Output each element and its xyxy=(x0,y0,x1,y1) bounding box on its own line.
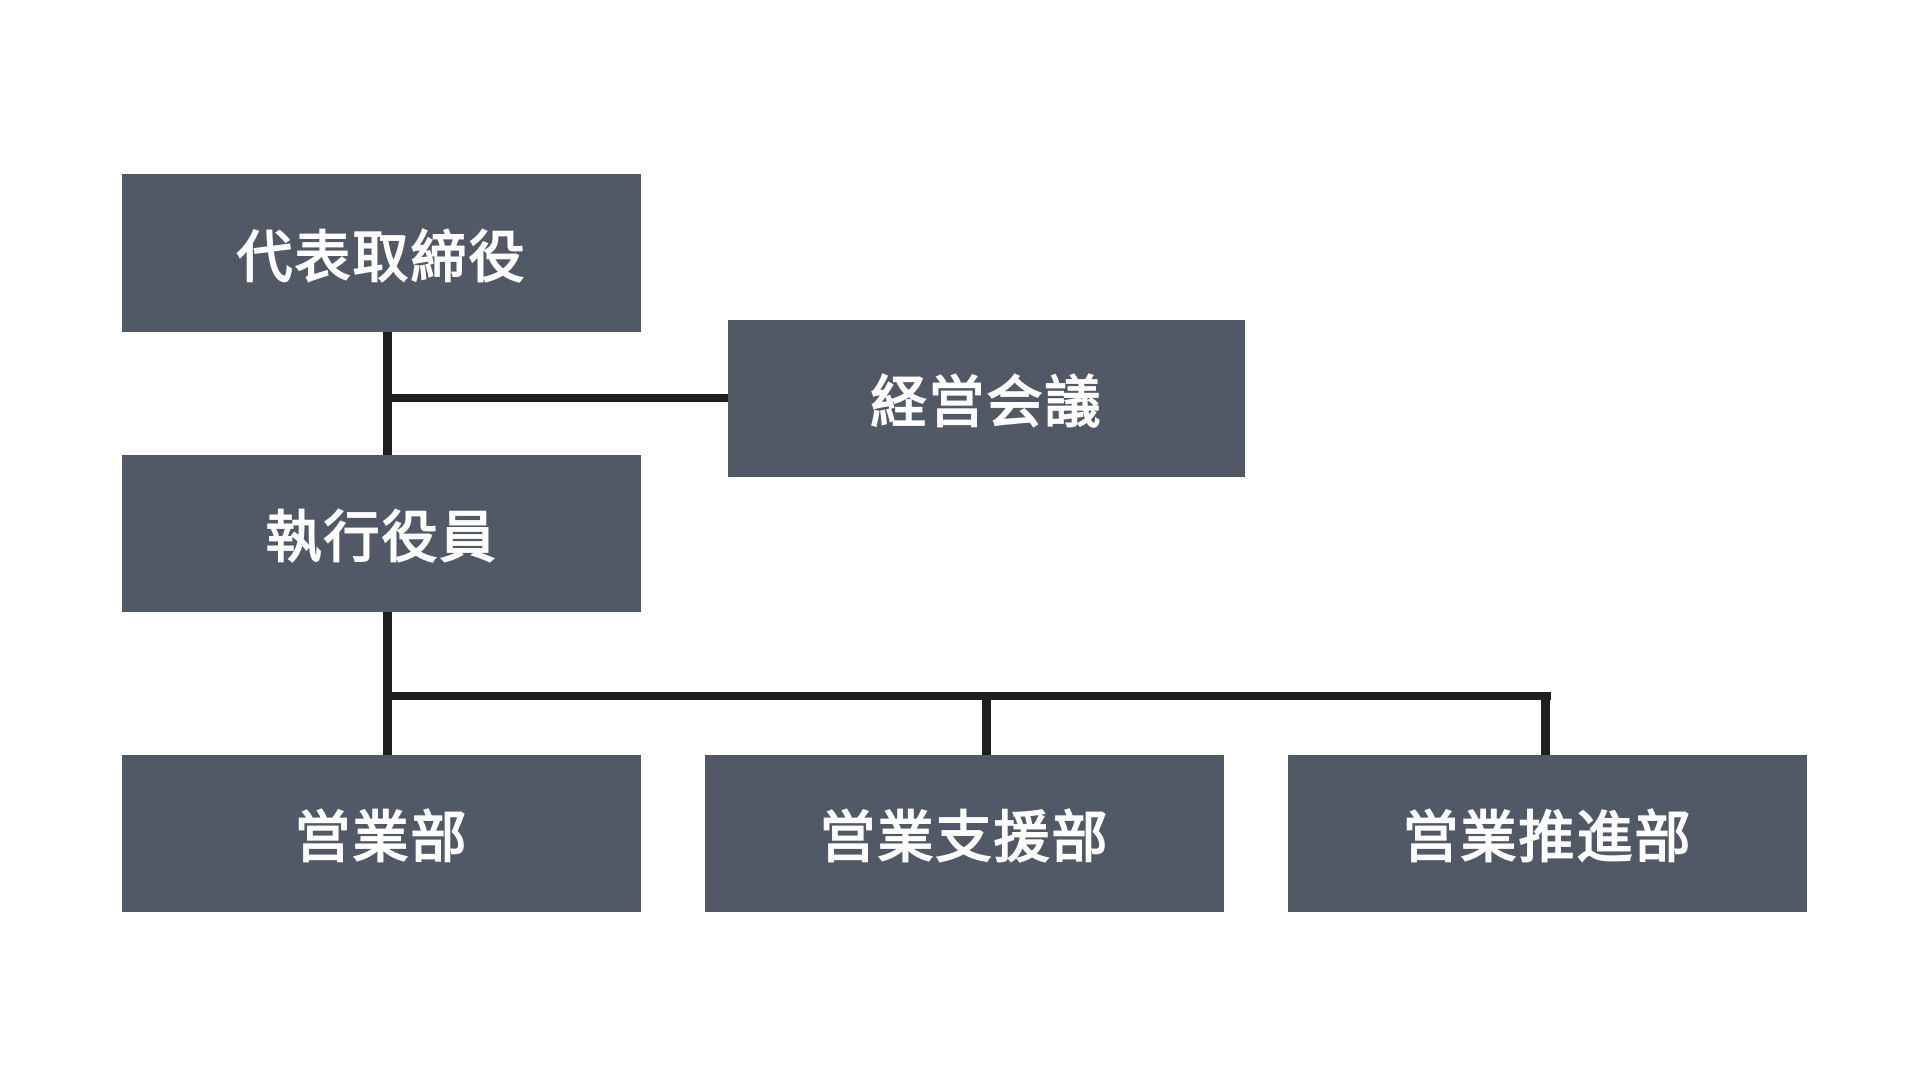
connector-to-sales-promotion xyxy=(1541,692,1550,757)
connector-executives-down xyxy=(383,612,392,757)
department-label: 営業支援部 xyxy=(819,806,1110,871)
department-box-sales-promotion: 営業推進部 xyxy=(1288,755,1807,912)
connector-to-sales-support xyxy=(982,692,991,757)
department-label: 営業部 xyxy=(294,806,469,871)
executives-label: 執行役員 xyxy=(265,506,498,571)
council-label: 経営会議 xyxy=(870,371,1103,436)
department-box-sales-support: 営業支援部 xyxy=(705,755,1224,912)
connector-departments-bus xyxy=(383,692,1551,700)
ceo-box: 代表取締役 xyxy=(122,174,641,332)
department-label: 営業推進部 xyxy=(1402,806,1693,871)
council-box: 経営会議 xyxy=(728,320,1245,477)
connector-ceo-to-executives xyxy=(383,330,392,455)
department-box-sales: 営業部 xyxy=(122,755,641,912)
executives-box: 執行役員 xyxy=(122,455,641,612)
connector-to-council xyxy=(383,394,728,402)
ceo-label: 代表取締役 xyxy=(236,225,527,291)
